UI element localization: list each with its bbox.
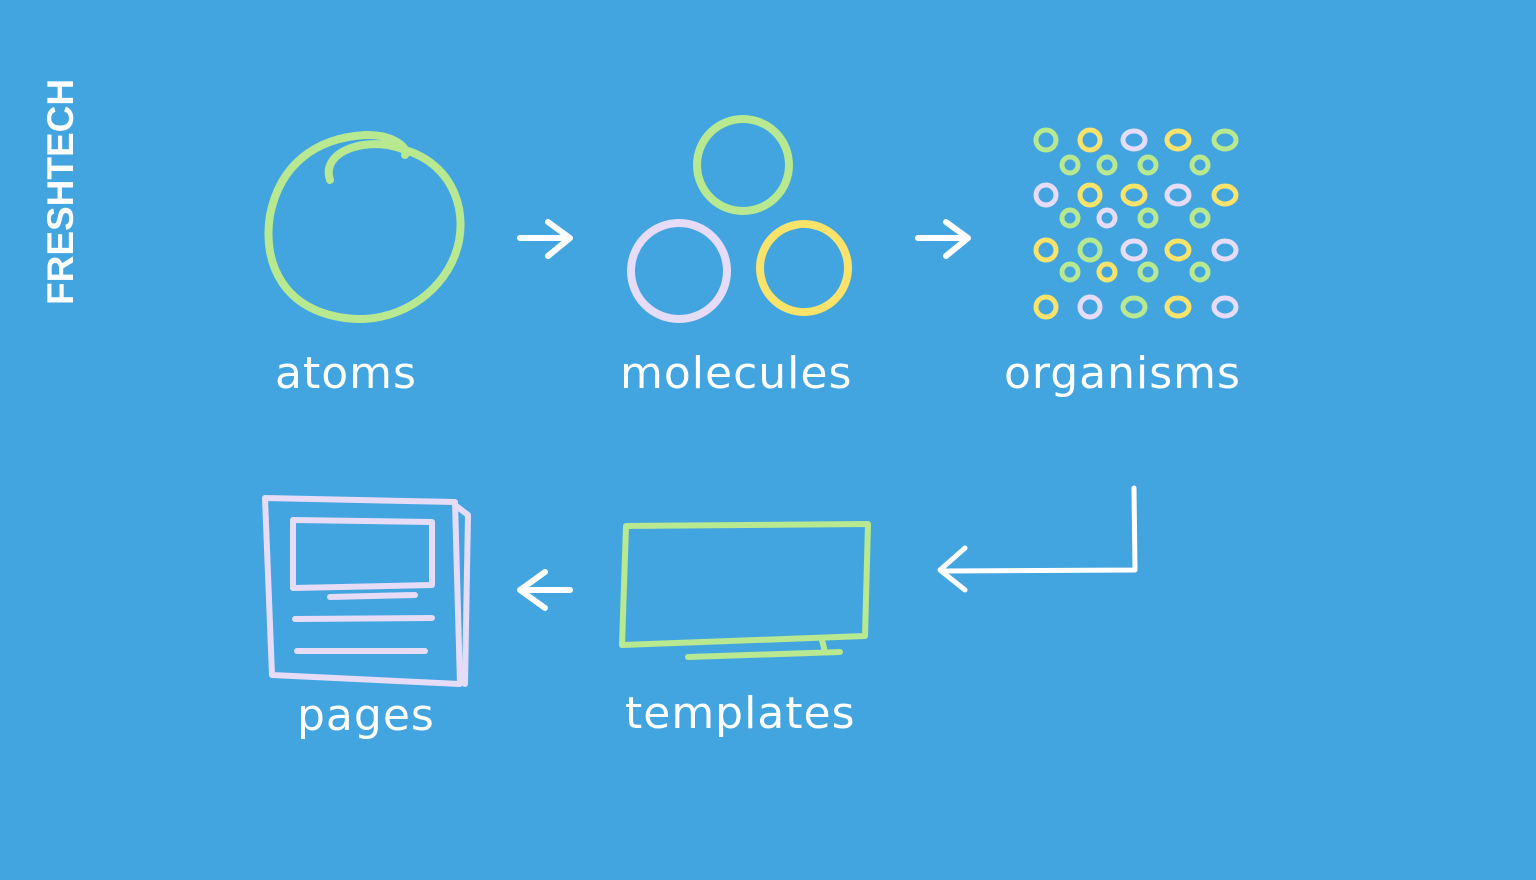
organism-circle: [1120, 128, 1148, 152]
template-icon: [619, 521, 871, 660]
organism-circle: [1033, 182, 1059, 208]
label-atoms: atoms: [275, 348, 417, 399]
organism-circle: [1096, 207, 1118, 229]
molecule-icon: [627, 115, 852, 323]
organism-circle: [1120, 238, 1148, 262]
organism-circle: [1077, 294, 1103, 320]
organism-circle: [1096, 154, 1118, 176]
label-organisms: organisms: [1004, 348, 1241, 399]
label-molecules: molecules: [620, 348, 853, 399]
organism-circle: [1120, 295, 1148, 319]
arrow-right-icon: [915, 219, 971, 259]
organism-circle: [1164, 238, 1192, 262]
organism-circle: [1120, 183, 1148, 207]
page-icon: [262, 495, 471, 687]
label-pages: pages: [297, 690, 435, 741]
organism-circle: [1033, 127, 1059, 153]
organism-circle: [1211, 295, 1239, 319]
organism-circle: [1077, 237, 1103, 263]
organism-circle: [1137, 207, 1159, 229]
organism-circle: [1059, 261, 1081, 283]
organism-circle: [1164, 128, 1192, 152]
arrow-right-icon: [517, 219, 573, 259]
organism-circle: [1211, 128, 1239, 152]
organism-circle: [1033, 294, 1059, 320]
label-templates: templates: [625, 688, 856, 739]
organism-circle: [1164, 183, 1192, 207]
organism-circle: [1077, 127, 1103, 153]
organism-circle: [1189, 154, 1211, 176]
organism-circle: [1096, 261, 1118, 283]
organism-circle: [1164, 295, 1192, 319]
atom-icon: [264, 130, 465, 323]
organism-circle: [1211, 238, 1239, 262]
organism-circle: [1137, 154, 1159, 176]
organism-circle: [1189, 261, 1211, 283]
organism-icon: [1033, 127, 1239, 320]
organism-circle: [1077, 182, 1103, 208]
organism-circle: [1059, 154, 1081, 176]
arrow-return-icon: [937, 485, 1138, 593]
arrow-left-icon: [517, 569, 573, 611]
organism-circle: [1033, 237, 1059, 263]
organism-circle: [1137, 261, 1159, 283]
organism-circle: [1059, 207, 1081, 229]
organism-circle: [1211, 183, 1239, 207]
organism-circle: [1189, 207, 1211, 229]
